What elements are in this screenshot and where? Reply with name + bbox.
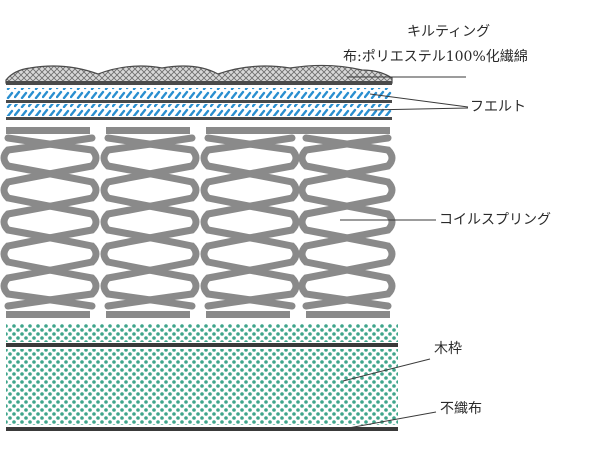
quilting-hatched-top [5,64,393,84]
coil-spring-2 [100,134,200,310]
wood-frame-bar [6,343,398,347]
green-dot-band-main [6,349,398,425]
quilting-title-label: キルティング [407,24,490,40]
felt-layer-upper [6,88,392,100]
spring-top-bar-3 [206,127,390,134]
coil-spring-label: コイルスプリング [439,212,551,228]
nonwoven-label: 不織布 [440,401,482,417]
spring-bottom-bar-4 [306,311,390,318]
nonwoven-bar [6,427,398,431]
quilting-bottom-bar [6,81,392,85]
felt-leader-line-upper [369,93,469,108]
quilting-layer [5,64,393,85]
wood-frame-label: 木枠 [434,341,462,357]
felt-layer-lower [6,104,392,116]
felt-divider-bar [6,100,392,103]
felt-label: フエルト [470,99,526,115]
felt-leader-line-lower [369,107,469,111]
spring-top-bar-1 [6,127,90,134]
coil-spring-layer [0,127,396,318]
wood-frame-leader-line [342,358,431,382]
spring-bottom-bar-2 [106,311,190,318]
wood-frame-layer [6,324,398,431]
quilting-material-label: 布:ポリエステル100%化繊綿 [343,49,528,65]
nonwoven-leader-line [342,411,437,430]
coil-spring-3 [200,134,300,310]
spring-top-bar-2 [106,127,190,134]
coil-spring-4 [298,134,396,310]
spring-bottom-bar-3 [206,311,290,318]
spring-bottom-bar-1 [6,311,90,318]
green-dot-band-top [6,324,398,342]
coil-spring-1 [0,134,100,310]
felt-bottom-bar [6,117,392,120]
felt-layers [6,88,392,120]
